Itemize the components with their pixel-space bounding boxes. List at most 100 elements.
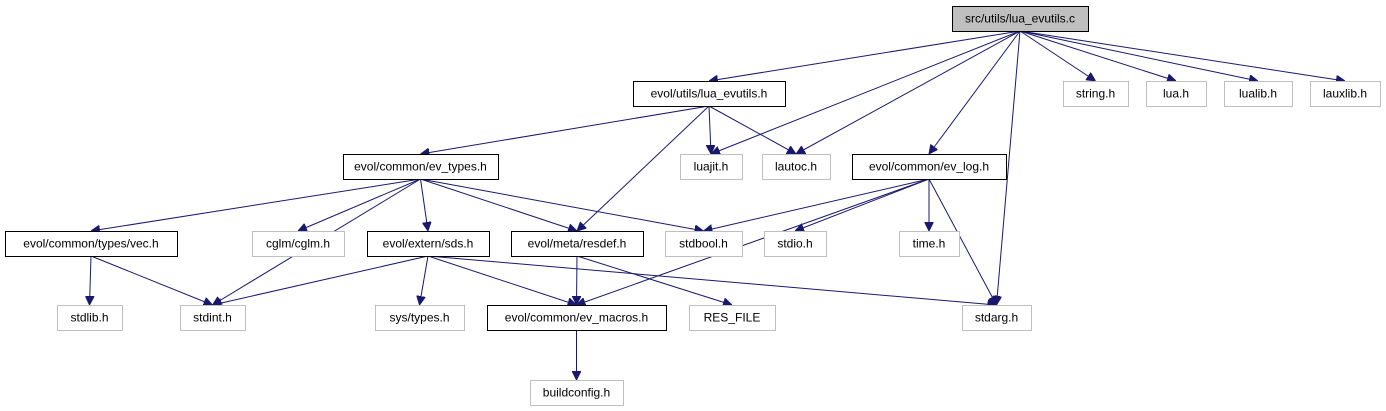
- node-box: [1310, 81, 1381, 107]
- node-label: evol/common/ev_types.h: [354, 160, 487, 174]
- node-label: evol/extern/sds.h: [383, 237, 474, 251]
- edge-resdef_h-to-res_file: [576, 255, 732, 305]
- edge-sds_h-to-stdarg_h: [427, 255, 997, 305]
- node-label: RES_FILE: [704, 311, 761, 325]
- edge-ev_types_h-to-vec_h: [91, 178, 421, 231]
- node-lua-h: lua.h: [1146, 81, 1207, 107]
- node-box: [762, 154, 831, 180]
- node-box: [530, 380, 624, 406]
- node-label: stdarg.h: [975, 311, 1018, 325]
- node-label: lauxlib.h: [1323, 87, 1367, 101]
- node-label: evol/common/ev_log.h: [869, 160, 989, 174]
- node-label: buildconfig.h: [543, 386, 610, 400]
- node-label: lua.h: [1163, 87, 1189, 101]
- edges-layer: [90, 30, 1346, 380]
- node-sds-h[interactable]: evol/extern/sds.h: [367, 231, 490, 257]
- node-label: evol/meta/resdef.h: [528, 237, 627, 251]
- edge-ev_types_h-to-stdbool_h: [420, 178, 704, 231]
- node-label: evol/utils/lua_evutils.h: [651, 87, 768, 101]
- nodes-layer: src/utils/lua_evutils.c evol/utils/lua_ev…: [5, 6, 1381, 406]
- node-label: sys/types.h: [389, 311, 449, 325]
- node-box: [367, 231, 490, 257]
- node-box: [665, 231, 743, 257]
- node-label: time.h: [913, 237, 946, 251]
- node-label: luajit.h: [694, 160, 729, 174]
- node-lua-evutils-h[interactable]: evol/utils/lua_evutils.h: [633, 81, 786, 107]
- edge-ev_log_h-to-stdarg_h: [928, 178, 997, 305]
- node-lauxlib-h: lauxlib.h: [1310, 81, 1381, 107]
- edge-sds_h-to-sys_types_h: [420, 255, 429, 305]
- node-box: [1063, 81, 1129, 107]
- node-lautoc-h: lautoc.h: [762, 154, 831, 180]
- node-ev-macros-h[interactable]: evol/common/ev_macros.h: [487, 305, 667, 331]
- edge-root-to-ev_log_h: [929, 30, 1021, 154]
- node-buildconfig-h: buildconfig.h: [530, 380, 624, 406]
- node-box: [375, 305, 465, 331]
- node-label: stdio.h: [777, 237, 812, 251]
- node-label: lautoc.h: [775, 160, 817, 174]
- edge-ev_types_h-to-sds_h: [420, 178, 429, 231]
- node-label: stdlib.h: [70, 311, 108, 325]
- edge-ev_log_h-to-stdbool_h: [704, 178, 930, 231]
- node-box: [5, 231, 178, 257]
- node-stdbool-h: stdbool.h: [665, 231, 743, 257]
- edge-sds_h-to-ev_macros_h: [427, 255, 577, 305]
- edge-root-to-stdarg_h: [997, 30, 1021, 305]
- node-time-h: time.h: [899, 231, 960, 257]
- node-label: stdbool.h: [679, 237, 728, 251]
- node-label: evol/common/ev_macros.h: [505, 311, 648, 325]
- node-string-h: string.h: [1063, 81, 1129, 107]
- node-box: [180, 305, 246, 331]
- edge-root-to-lauxlib_h: [1019, 30, 1345, 81]
- node-label: string.h: [1076, 87, 1115, 101]
- node-box: [962, 305, 1032, 331]
- node-box: [680, 154, 743, 180]
- node-res-file: RES_FILE: [689, 305, 776, 331]
- node-box: [343, 154, 499, 180]
- edge-ev_log_h-to-stdio_h: [795, 178, 930, 231]
- node-box: [1146, 81, 1207, 107]
- node-vec-h[interactable]: evol/common/types/vec.h: [5, 231, 178, 257]
- edge-ev_types_h-to-cglm_h: [298, 178, 421, 231]
- node-box: [633, 81, 786, 107]
- edge-lua_evutils_h-to-lautoc_h: [708, 105, 796, 154]
- node-luajit-h: luajit.h: [680, 154, 743, 180]
- edge-lua_evutils_h-to-ev_types_h: [421, 105, 710, 154]
- edge-lua_evutils_h-to-resdef_h: [577, 105, 710, 231]
- node-box: [899, 231, 960, 257]
- node-box: [487, 305, 667, 331]
- node-ev-types-h[interactable]: evol/common/ev_types.h: [343, 154, 499, 180]
- node-ev-log-h[interactable]: evol/common/ev_log.h: [852, 154, 1007, 180]
- node-box: [511, 231, 644, 257]
- edge-root-to-lautoc_h: [796, 30, 1021, 154]
- edge-root-to-luajit_h: [711, 30, 1021, 154]
- node-cglm-h: cglm/cglm.h: [252, 231, 345, 257]
- node-sys-types-h: sys/types.h: [375, 305, 465, 331]
- edge-sds_h-to-stdint_h: [213, 255, 429, 305]
- node-label: stdint.h: [193, 311, 232, 325]
- edge-resdef_h-to-ev_macros_h: [577, 255, 578, 305]
- node-resdef-h[interactable]: evol/meta/resdef.h: [511, 231, 644, 257]
- node-label: evol/common/types/vec.h: [23, 237, 158, 251]
- node-stdio-h: stdio.h: [764, 231, 827, 257]
- node-label: cglm/cglm.h: [266, 237, 330, 251]
- node-label: lualib.h: [1239, 87, 1277, 101]
- node-box: [1224, 81, 1293, 107]
- edge-root-to-lua_evutils_h: [709, 30, 1021, 81]
- edge-vec_h-to-stdint_h: [90, 255, 213, 305]
- node-stdlib-h: stdlib.h: [57, 305, 123, 331]
- node-box: [252, 231, 345, 257]
- node-stdarg-h: stdarg.h: [962, 305, 1032, 331]
- edge-ev_types_h-to-resdef_h: [420, 178, 578, 231]
- node-box: [57, 305, 123, 331]
- node-box: [764, 231, 827, 257]
- edge-vec_h-to-stdlib_h: [90, 255, 92, 305]
- node-lualib-h: lualib.h: [1224, 81, 1293, 107]
- edge-root-to-lualib_h: [1019, 30, 1258, 81]
- node-stdint-h: stdint.h: [180, 305, 246, 331]
- edge-lua_evutils_h-to-luajit_h: [709, 105, 711, 154]
- node-root[interactable]: src/utils/lua_evutils.c: [952, 6, 1089, 32]
- node-box: [852, 154, 1007, 180]
